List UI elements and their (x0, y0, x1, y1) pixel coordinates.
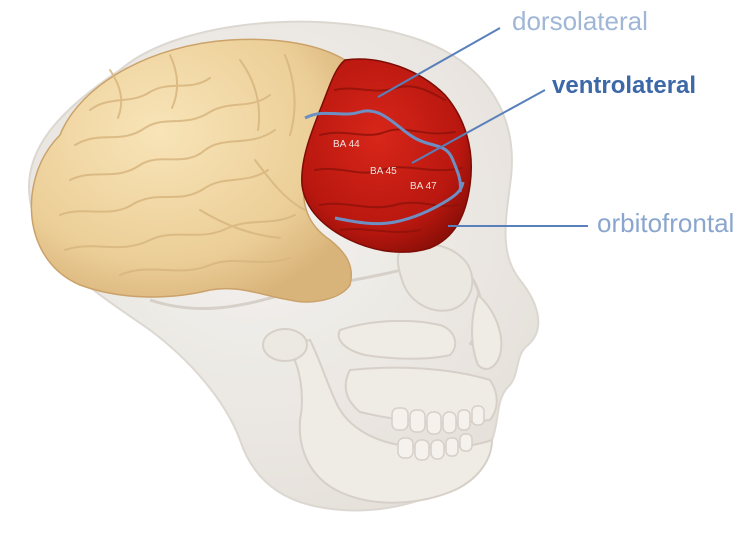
dorsolateral-label: dorsolateral (512, 6, 648, 37)
skull-jaw-joint (263, 329, 307, 361)
brodmann-area-47-label: BA 47 (410, 181, 437, 192)
orbitofrontal-label: orbitofrontal (597, 208, 734, 239)
brodmann-area-44-label: BA 44 (333, 139, 360, 150)
brodmann-area-45-label: BA 45 (370, 166, 397, 177)
ventrolateral-label: ventrolateral (552, 72, 696, 100)
skull-cheekbone (339, 321, 455, 359)
